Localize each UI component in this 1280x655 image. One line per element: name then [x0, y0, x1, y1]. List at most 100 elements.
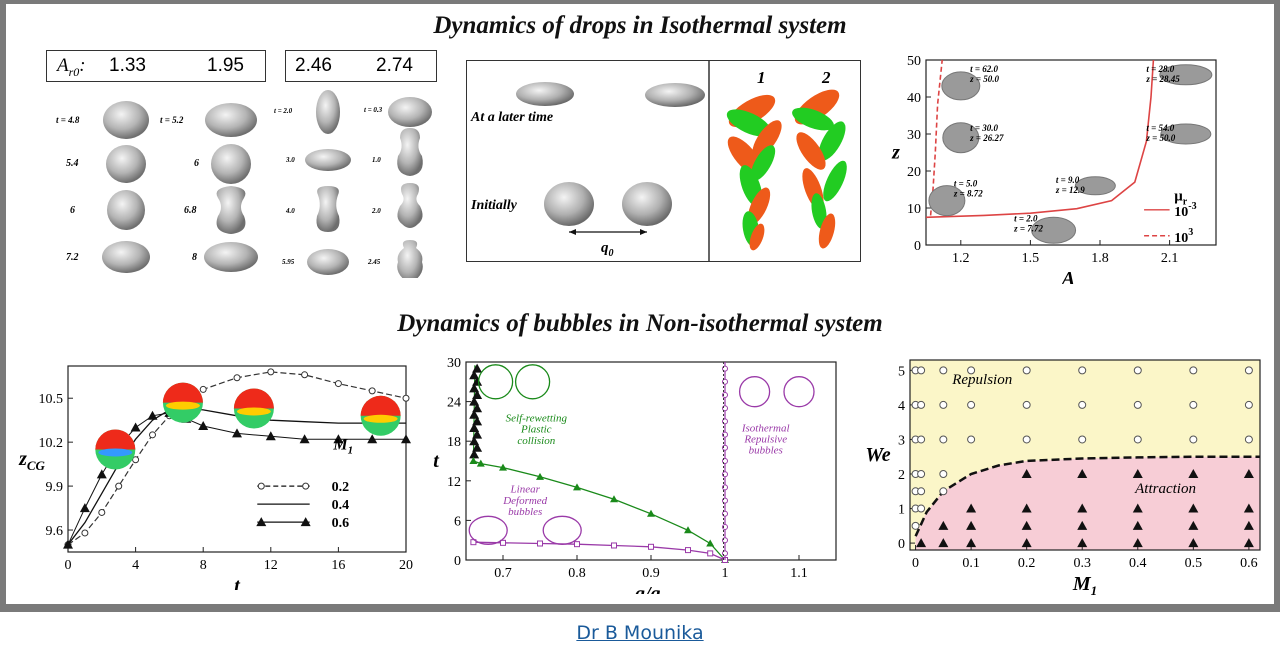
initial-label: Initially	[470, 198, 518, 213]
data-point-attraction	[1243, 520, 1254, 530]
region-label-attraction: Attraction	[1134, 481, 1196, 497]
data-point-purple	[707, 550, 714, 557]
ar0-value-2: 1.95	[207, 55, 244, 76]
bubble-contour-band	[363, 414, 398, 423]
drop-shape	[103, 101, 149, 139]
y-tick-label: 12	[447, 475, 461, 490]
legend-marker	[256, 517, 267, 527]
drop-shape	[205, 103, 257, 137]
col2-time-2: 6	[194, 158, 199, 169]
bottom-heading: Dynamics of bubbles in Non-isothermal sy…	[397, 310, 883, 337]
data-point-0-6	[63, 539, 73, 549]
col3-time-3: 4.0	[285, 207, 295, 215]
drop-shape	[106, 145, 146, 183]
legend-marker	[257, 482, 265, 490]
data-point-attraction	[938, 520, 949, 530]
ar0-value-1: 1.33	[109, 55, 146, 76]
data-point-repulsion	[939, 366, 948, 375]
data-point-green	[573, 483, 581, 491]
annotation-green: Plastic	[520, 424, 552, 436]
drop-shape	[941, 71, 981, 101]
x-axis-label: q/q0	[635, 583, 668, 594]
data-point-0-2	[81, 529, 89, 537]
bubble-contour-top	[360, 395, 401, 416]
col1-time-2: 5.4	[66, 158, 79, 169]
drop-shape	[645, 83, 705, 107]
bubble-outline-purple	[783, 376, 815, 408]
data-point-0-2	[267, 368, 275, 376]
q0-label: q0	[601, 240, 614, 259]
y-tick-label: 40	[907, 91, 921, 106]
data-point-green	[647, 509, 655, 517]
ar0-box-right: 2.46 2.74	[285, 50, 437, 82]
y-tick-label: 5	[898, 364, 905, 379]
bubble-outline-green	[477, 364, 514, 400]
bubble-outline-purple	[468, 515, 508, 545]
data-point-0-6	[79, 503, 90, 513]
drop-shape	[211, 144, 251, 184]
ar0-label: Ar0:	[57, 55, 86, 79]
series-line-mu-1e-3	[925, 59, 1155, 219]
col3-time-1: t = 2.0	[274, 107, 293, 115]
data-point-attraction	[1188, 520, 1199, 530]
data-point-green	[536, 472, 544, 480]
data-point-0-2	[98, 508, 106, 516]
data-point-green	[499, 463, 507, 471]
legend-marker	[302, 482, 310, 490]
data-point-repulsion	[1244, 366, 1253, 375]
x-axis-label: M1	[1072, 573, 1097, 596]
case-label-2: 2	[821, 68, 831, 87]
chart-t-q: 0.70.80.911.10612182430q/q0tSelf-rewetti…	[422, 350, 842, 608]
bubble-outline-green	[514, 364, 551, 400]
data-point-attraction	[1077, 503, 1088, 513]
data-point-purple	[574, 541, 580, 548]
data-point-attraction	[1243, 503, 1254, 513]
author-link[interactable]: Dr B Mounika	[576, 622, 704, 644]
x-tick-label: 0.7	[494, 566, 512, 581]
data-point-attraction	[966, 520, 977, 530]
data-point-repulsion	[1078, 400, 1087, 409]
col3-time-4: 5.95	[282, 258, 295, 266]
data-point-repulsion	[1078, 435, 1087, 444]
legend-label: 0.2	[332, 480, 350, 495]
x-axis-label: t	[234, 575, 241, 590]
top-heading: Dynamics of drops in Isothermal system	[433, 12, 847, 39]
data-point-attraction	[1077, 538, 1088, 548]
drop-shape	[544, 182, 594, 226]
drop-pair-svg: At a later time Initially q0 1 2	[470, 61, 847, 261]
y-axis-label: We	[865, 444, 890, 466]
data-point-repulsion	[1133, 400, 1142, 409]
data-point-0-2	[149, 431, 156, 439]
x-tick-label: 0.4	[1129, 556, 1147, 571]
bubble-contour-top	[95, 429, 136, 450]
data-point-repulsion	[1022, 366, 1031, 375]
drop-shapes-panel: Ar0: 1.33 1.95 2.46 2.74 t = 4.8	[42, 48, 442, 278]
drop-shape	[102, 241, 150, 273]
y-tick-label: 9.9	[46, 480, 64, 495]
data-point-repulsion	[939, 470, 948, 478]
y-tick-label: 0	[454, 554, 461, 569]
drop-shape	[216, 186, 246, 234]
data-point-repulsion	[917, 400, 926, 409]
chart-t-q-svg: 0.70.80.911.10612182430q/q0tSelf-rewetti…	[433, 356, 837, 608]
annotation-z: z = 50.0	[1145, 133, 1175, 143]
data-point-green	[472, 416, 483, 426]
series-line-green	[473, 460, 726, 561]
y-tick-label: 4	[898, 399, 905, 414]
bubble-outline-purple	[542, 515, 582, 545]
y-tick-label: 1	[898, 503, 905, 518]
data-point-0-6	[147, 410, 158, 420]
plot-frame	[67, 365, 407, 553]
drop-shape	[316, 90, 340, 134]
col1-time-3: 6	[70, 205, 75, 216]
bubble-contour-top	[162, 382, 203, 403]
annotation-t: t = 62.0	[970, 64, 998, 74]
data-point-repulsion	[1133, 435, 1142, 444]
data-point-repulsion	[917, 504, 926, 513]
data-point-0-6	[130, 422, 141, 432]
plot-frame	[925, 59, 1217, 246]
data-point-purple	[611, 542, 617, 549]
drop-shape	[516, 82, 574, 106]
annotation-z: z = 12.9	[1055, 185, 1085, 195]
